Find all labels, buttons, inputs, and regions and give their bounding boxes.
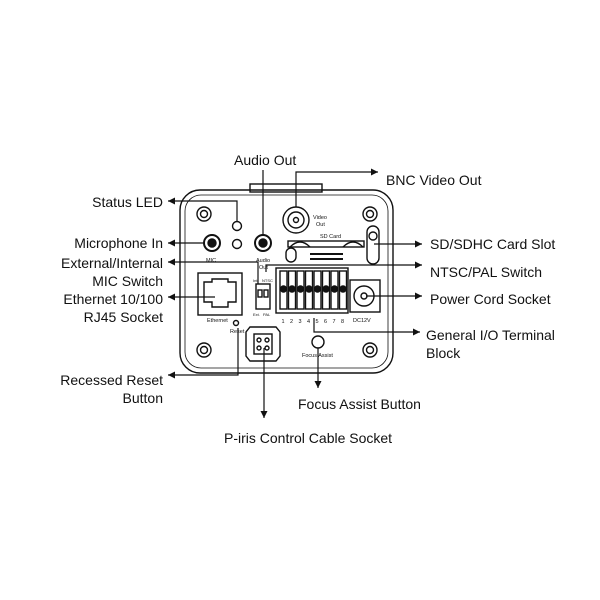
audio-text-2: Out <box>259 265 268 271</box>
pal-text: PAL <box>263 312 271 317</box>
label-power: Power Cord Socket <box>430 291 551 307</box>
label-gio-line2: Block <box>426 345 461 361</box>
terminal-number: 5 <box>316 319 319 325</box>
label-microphone-in: Microphone In <box>74 235 163 251</box>
label-reset-line1: Recessed Reset <box>60 372 163 388</box>
label-mic-switch-line2: MIC Switch <box>92 273 163 289</box>
leader-gio <box>313 318 420 336</box>
terminal-number: 4 <box>307 319 310 325</box>
terminal-number: 3 <box>299 319 302 325</box>
label-status-led: Status LED <box>92 194 163 210</box>
terminal-screw <box>296 285 305 293</box>
bnc-connector <box>282 206 310 234</box>
terminal-number: 2 <box>290 319 293 325</box>
mic-text: MIC <box>206 258 216 264</box>
sd-card-slot <box>285 240 365 263</box>
camera-body-inner <box>184 194 389 369</box>
leader-ntsc <box>265 261 422 272</box>
top-tab <box>249 183 323 193</box>
audio-out-jack <box>254 234 272 252</box>
label-mic-switch: External/Internal MIC Switch <box>61 254 163 290</box>
audio-text: Audio <box>256 258 270 264</box>
screw <box>362 206 378 222</box>
screw <box>362 342 378 358</box>
leader-status-led <box>168 197 238 221</box>
general-io-terminal-block <box>275 267 349 314</box>
label-reset: Recessed Reset Button <box>60 371 163 407</box>
screw <box>196 342 212 358</box>
dc12v-text: DC12V <box>353 318 371 324</box>
terminal-number: 1 <box>282 319 285 325</box>
terminal-screw <box>288 285 296 293</box>
leader-mic-switch <box>168 258 259 284</box>
status-led-2 <box>231 238 243 250</box>
p-iris-socket <box>245 326 281 362</box>
screw <box>196 206 212 222</box>
sd-card-text: SD Card <box>320 234 341 240</box>
reset-button <box>232 319 240 327</box>
video-out-text: Video <box>313 215 327 221</box>
label-piris: P-iris Control Cable Socket <box>224 430 393 446</box>
ethernet-rj45-socket <box>197 272 243 316</box>
ext-text: Ext. <box>253 312 260 317</box>
label-ethernet: Ethernet 10/100 RJ45 Socket <box>63 290 163 326</box>
sd-card-lock <box>366 225 380 265</box>
leader-reset <box>168 328 239 379</box>
terminal-screw <box>322 285 330 293</box>
ethernet-text: Ethernet <box>207 318 228 324</box>
terminal-number: 7 <box>333 319 336 325</box>
focus-assist-button <box>311 335 325 349</box>
terminal-screw <box>339 285 347 293</box>
terminal-screw <box>305 285 313 293</box>
video-out-text-2: Out <box>316 222 325 228</box>
camera-body <box>179 189 394 374</box>
focus-assist-text: Focus Assist <box>302 353 333 359</box>
status-led <box>231 220 243 232</box>
microphone-jack <box>203 234 221 252</box>
leader-bnc <box>295 168 378 207</box>
label-reset-line2: Button <box>122 390 163 406</box>
terminal-number: 6 <box>324 319 327 325</box>
terminal-screw <box>313 285 322 293</box>
terminal-number: 8 <box>341 319 344 325</box>
label-audio-out: Audio Out <box>234 152 297 168</box>
ntsc-text: NTSC <box>262 278 273 283</box>
label-mic-switch-line1: External/Internal <box>61 255 163 271</box>
label-bnc-video-out: BNC Video Out <box>386 172 482 188</box>
label-gio-line1: General I/O Terminal <box>426 327 555 343</box>
label-ethernet-line1: Ethernet 10/100 <box>63 291 163 307</box>
label-gio: General I/O Terminal Block <box>426 326 555 362</box>
reset-text: Reset <box>230 329 245 335</box>
label-ntsc-pal: NTSC/PAL Switch <box>430 264 543 280</box>
label-focus-assist: Focus Assist Button <box>298 396 421 412</box>
label-sd-slot: SD/SDHC Card Slot <box>430 236 556 252</box>
int-text: Int. <box>253 278 259 283</box>
terminal-screw <box>279 285 288 293</box>
mic-switch <box>255 283 271 310</box>
terminal-screw <box>330 285 339 293</box>
label-ethernet-line2: RJ45 Socket <box>83 309 163 325</box>
